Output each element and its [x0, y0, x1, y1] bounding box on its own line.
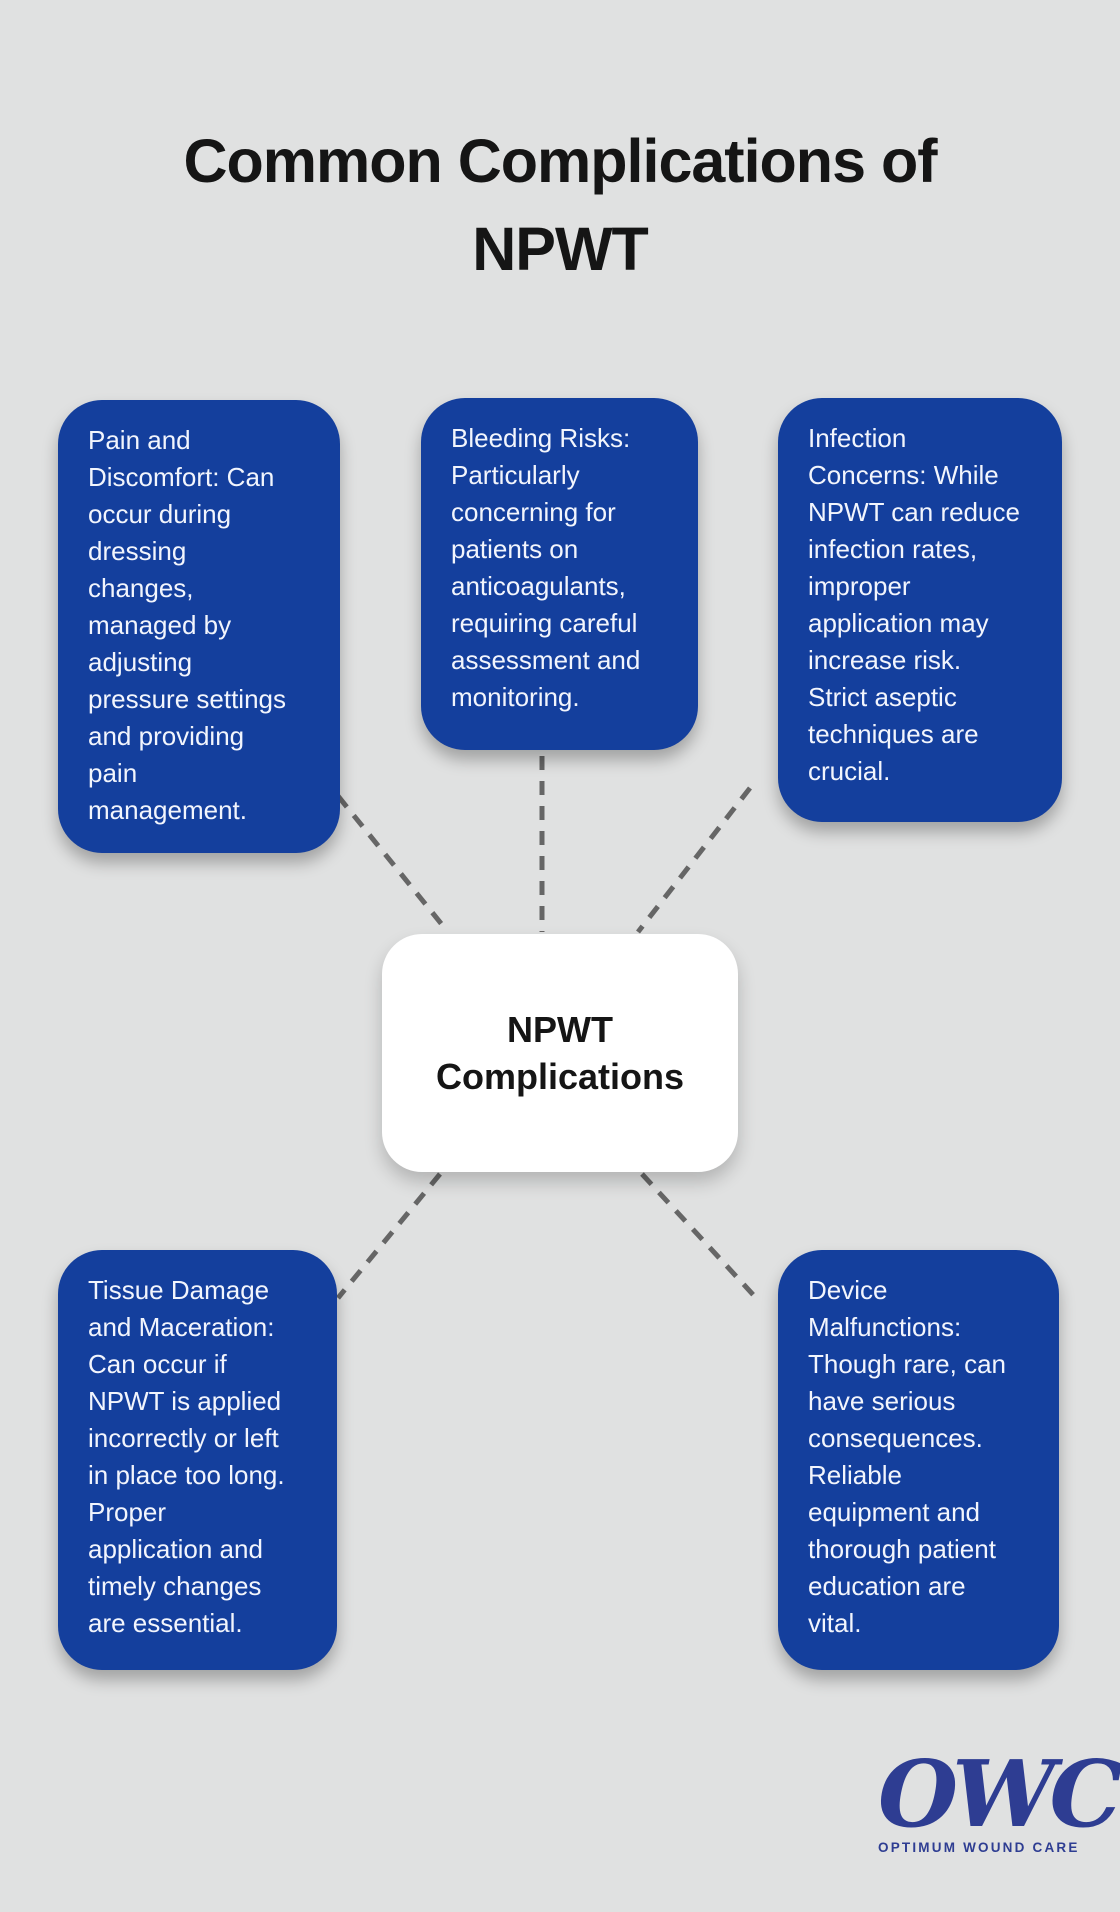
owc-logo: OWC OPTIMUM WOUND CARE	[878, 1740, 1120, 1855]
connector-center-to-device	[640, 1172, 760, 1302]
card-tissue-damage: Tissue Damage and Maceration: Can occur …	[58, 1250, 337, 1670]
card-text: Infection Concerns: While NPWT can reduc…	[808, 423, 1020, 786]
card-text: Device Malfunctions: Though rare, can ha…	[808, 1275, 1007, 1638]
card-text: Pain and Discomfort: Can occur during dr…	[88, 425, 286, 825]
card-device-malfunctions: Device Malfunctions: Though rare, can ha…	[778, 1250, 1059, 1670]
owc-logo-caption: OPTIMUM WOUND CARE	[878, 1840, 1080, 1855]
card-bleeding-risks: Bleeding Risks: Particularly concerning …	[421, 398, 698, 750]
page-title: Common Complications of NPWT	[183, 126, 937, 283]
center-node-label: NPWT Complications	[435, 1009, 685, 1097]
card-text: Tissue Damage and Maceration: Can occur …	[88, 1275, 285, 1638]
connector-pain-to-center	[336, 794, 450, 934]
connector-center-to-tissue	[336, 1172, 442, 1300]
connector-infection-to-center	[636, 786, 752, 934]
center-node: NPWT Complications	[382, 934, 738, 1172]
card-pain-and-discomfort: Pain and Discomfort: Can occur during dr…	[58, 400, 340, 853]
card-text: Bleeding Risks: Particularly concerning …	[451, 423, 641, 712]
owc-logo-text: OWC	[878, 1740, 1120, 1848]
card-infection-concerns: Infection Concerns: While NPWT can reduc…	[778, 398, 1062, 822]
